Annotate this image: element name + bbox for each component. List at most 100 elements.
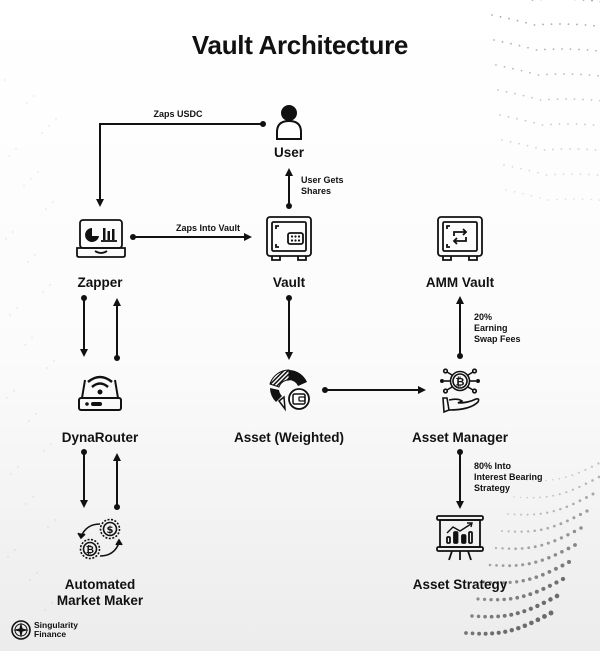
background-dot [527,546,531,550]
background-dot [538,479,541,482]
background-dot [597,462,600,465]
background-dot [548,610,554,616]
background-dot [552,509,555,513]
background-dot [590,99,593,101]
node-label-asset-strategy: Asset Strategy [412,577,508,592]
background-dot [521,578,525,583]
background-dot [496,630,501,635]
background-dot [576,23,578,26]
background-dot [524,119,527,122]
background-dot [495,597,500,602]
background-dot [490,631,495,636]
background-dot [572,502,575,506]
crypto-exchange-icon: $ ₿ [77,518,123,560]
edge-zaps-into-vault [130,233,252,241]
background-dot [588,74,591,76]
page-title: Vault Architecture [191,30,409,60]
background-dot [37,171,39,173]
node-label-amm-vault: AMM Vault [425,275,495,290]
background-dot [50,443,52,445]
background-dot [534,575,539,579]
node-label-zapper: Zapper [77,275,123,290]
background-dot [46,367,48,369]
background-dot [15,148,17,150]
background-dot [554,593,560,599]
background-dot [520,530,523,533]
background-dot [516,625,521,631]
background-dot [522,609,527,614]
background-dot [503,629,508,634]
background-dot [573,98,576,101]
interest-bearing-line2: Interest Bearing [474,472,543,482]
background-dot [511,165,514,168]
background-dot [562,173,565,176]
background-dot [545,479,547,482]
background-dot [521,594,526,599]
background-dot [533,529,536,533]
laptop-chart-icon [76,219,126,258]
background-dot [12,231,14,233]
background-dot [567,23,570,26]
background-dot [541,124,544,126]
background-dot [554,173,556,176]
background-dot [41,132,43,134]
background-dot [565,491,568,494]
background-dot [515,611,520,616]
background-dot [550,123,552,126]
background-dot [533,24,536,26]
background-dot [488,563,492,567]
background-dot [569,148,571,150]
edge-interest-bearing [456,449,464,509]
background-dot [559,522,563,526]
background-dot [16,307,18,309]
background-dot [519,479,521,481]
background-dot [42,291,44,293]
background-dot [543,149,546,151]
background-dot [505,189,507,191]
background-dot [582,98,584,101]
background-dot [519,496,522,499]
background-dot [505,90,508,93]
background-dot [566,546,571,551]
background-dot [586,49,589,51]
background-dot [586,148,588,151]
background-dot [521,563,525,567]
background-dot [560,563,565,568]
background-dot [507,115,510,118]
edge-zapper-dynarouter [80,295,121,361]
background-dot [567,123,569,125]
background-dot [554,580,559,585]
background-dot [558,493,561,496]
svg-text:₿: ₿ [86,544,94,556]
edge-dynarouter-amm [80,449,121,510]
background-dot [542,614,547,619]
background-dot [526,513,529,516]
edge-label-zaps-usdc: Zaps USDC [153,109,203,119]
background-dot [551,478,554,481]
background-dot [554,73,557,76]
background-dot [569,48,572,51]
background-dot [571,73,574,76]
interest-bearing-line1: 80% Into [474,461,512,471]
bitcoin-hand-icon: ₿ [440,368,480,414]
background-dot [565,98,567,100]
background-dot [566,533,570,537]
background-dot [535,617,541,623]
background-dot [525,479,528,482]
background-dot [23,185,25,187]
background-dot [495,581,499,585]
background-dot [533,121,535,124]
edge-label-earning-swap-fees: 20% Earning Swap Fees [474,312,521,345]
background-dot [514,563,518,567]
background-dot [548,597,553,602]
background-dot [514,92,516,95]
background-dot [501,547,504,550]
background-dot [571,474,574,477]
background-dot [528,592,533,597]
background-dot [559,507,562,511]
background-dot [6,397,8,399]
background-dot [597,475,600,479]
background-dot [584,123,586,126]
